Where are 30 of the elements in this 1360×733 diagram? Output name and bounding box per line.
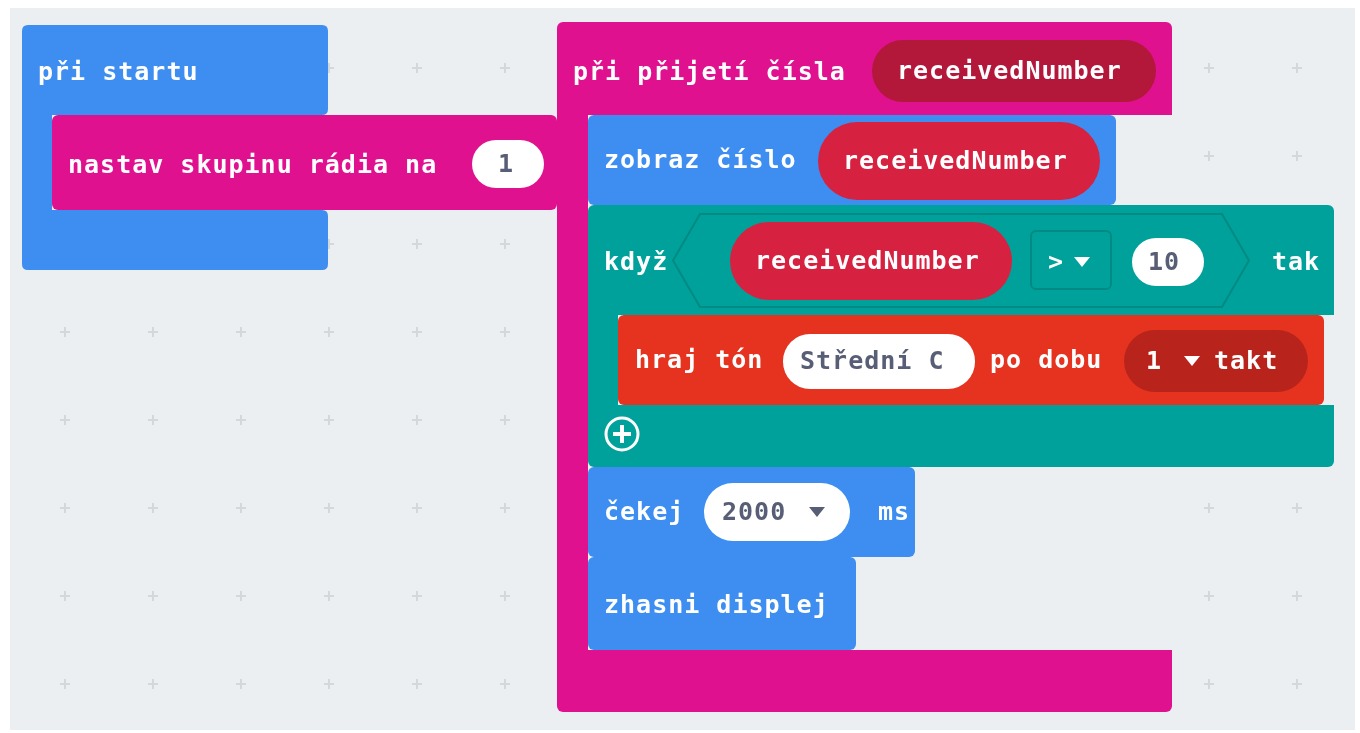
block-label: čekej <box>604 497 685 527</box>
statement-block <box>52 115 557 210</box>
value-text: receivedNumber <box>755 246 980 276</box>
value-text: 1 <box>1146 346 1163 376</box>
note-pill <box>783 334 975 389</box>
number-dropdown <box>704 483 850 541</box>
block-label: při přijetí čísla <box>573 57 846 87</box>
block-label: nastav skupinu rádia na <box>68 150 438 180</box>
block-label: hraj tón <box>635 345 764 375</box>
block-label: po dobu <box>990 345 1103 375</box>
block-label: ms <box>878 497 911 527</box>
statement-block <box>588 115 1116 205</box>
value-text: Střední C <box>800 346 945 376</box>
block-label: když <box>604 247 669 277</box>
block-label: při startu <box>38 57 199 87</box>
number-pill <box>472 140 544 188</box>
value-text: 2000 <box>722 497 787 527</box>
if-block <box>588 205 1334 467</box>
value-text: receivedNumber <box>843 146 1068 176</box>
block-label: zhasni displej <box>604 590 829 620</box>
statement-block <box>588 557 856 650</box>
block-label: > <box>1048 247 1065 277</box>
statement-block <box>588 467 915 557</box>
block-label: zobraz číslo <box>604 145 797 175</box>
value-text: takt <box>1214 346 1279 376</box>
value-text: receivedNumber <box>897 56 1122 86</box>
block-label: tak <box>1272 247 1321 277</box>
operator-dropdown <box>1030 230 1112 290</box>
value-text: 1 <box>498 149 515 179</box>
value-text: 10 <box>1148 247 1181 277</box>
